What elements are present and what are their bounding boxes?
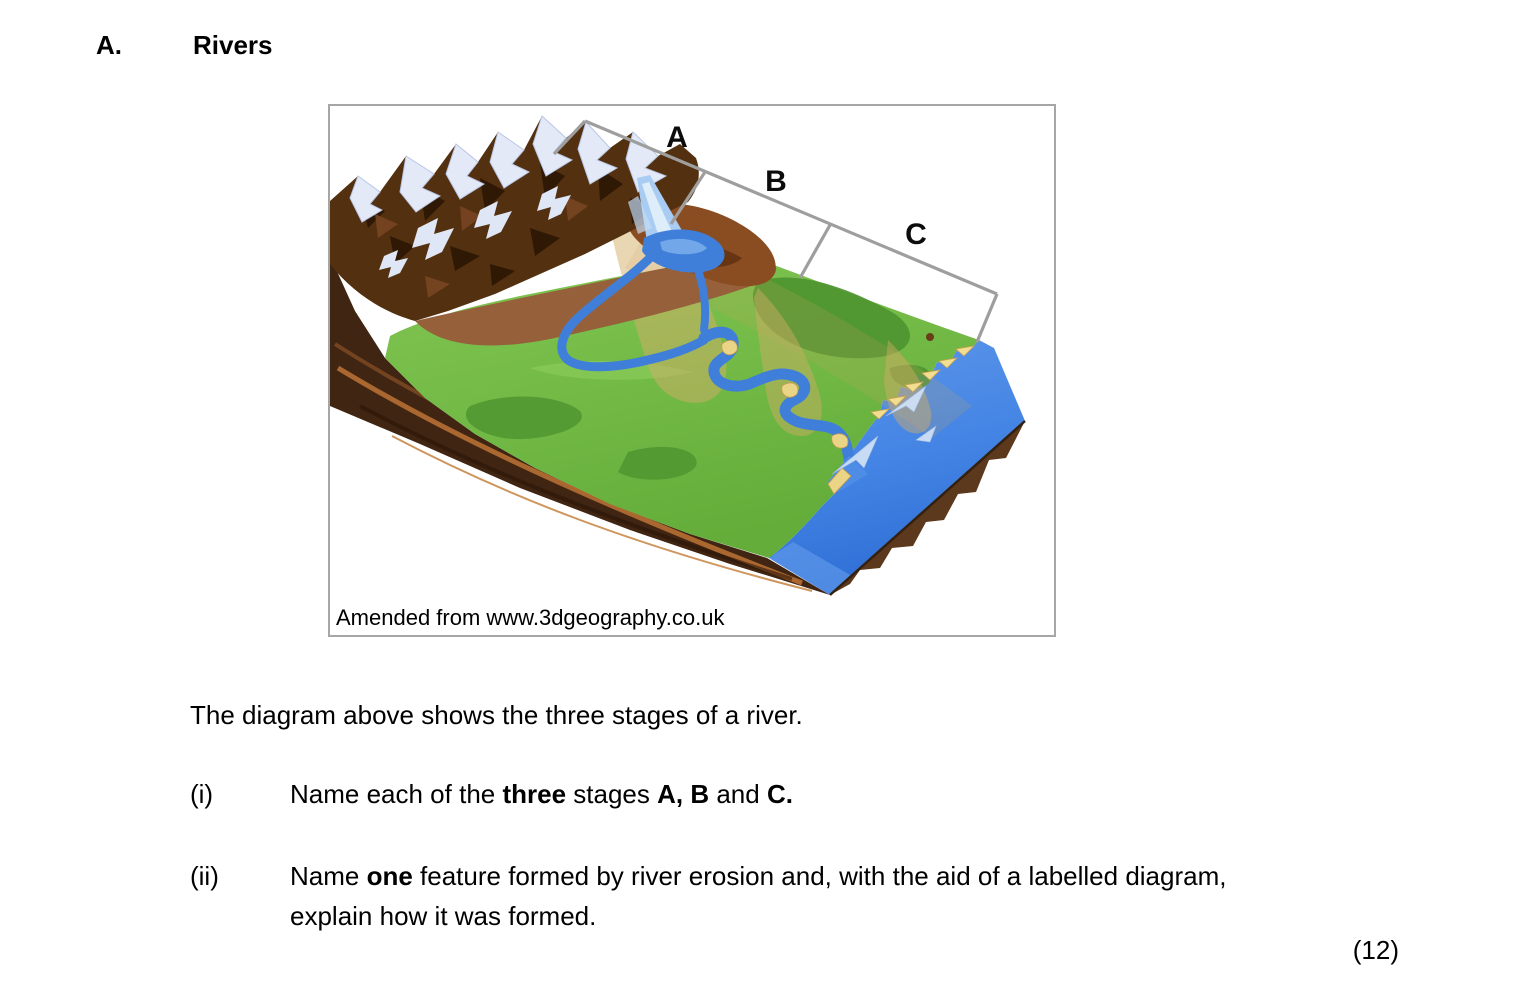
river-stages-diagram: A B C [330, 115, 1026, 596]
rock-facets-light [375, 196, 588, 298]
intro-paragraph: The diagram above shows the three stages… [190, 700, 803, 730]
bracket-tick-ab [669, 171, 707, 225]
point-bars [721, 340, 852, 495]
snow-caps [349, 115, 668, 223]
bracket-tick-bc [798, 224, 832, 279]
question-i-number: (i) [190, 779, 214, 809]
figure-caption: Amended from www.3dgeography.co.uk [336, 605, 725, 630]
sea-arrows [831, 385, 937, 475]
question-ii-line-1: Name one feature formed by river erosion… [290, 861, 1227, 891]
stage-label-c: C [905, 218, 927, 251]
snow-gullies [379, 186, 571, 278]
river [557, 175, 868, 495]
mountains [330, 115, 699, 321]
question-ii-number: (ii) [190, 861, 219, 891]
stage-label-b: B [765, 165, 787, 198]
question-i-text: Name each of the three stages A, B and C… [290, 779, 793, 809]
bracket-right-arm [975, 293, 999, 343]
sea-corner-highlight [769, 542, 852, 595]
beach [870, 345, 976, 420]
dark-grass-patch [752, 277, 911, 359]
river-upper-branch [557, 251, 709, 372]
stage-bracket [552, 119, 999, 343]
bracket-left-arm [552, 119, 587, 156]
question-ii-text: Name one feature formed by river erosion… [290, 856, 1226, 936]
stage-label-a: A [666, 121, 688, 154]
marks-total: (12) [1352, 935, 1399, 965]
section-letter: A. [96, 30, 122, 60]
sea [769, 340, 1026, 596]
figure-frame: A B C Amended from www.3dgeography.co.uk [328, 104, 1056, 637]
bracket-main-line [584, 119, 998, 296]
section-title: Rivers [193, 30, 273, 60]
question-ii-line-2: explain how it was formed. [290, 901, 597, 931]
